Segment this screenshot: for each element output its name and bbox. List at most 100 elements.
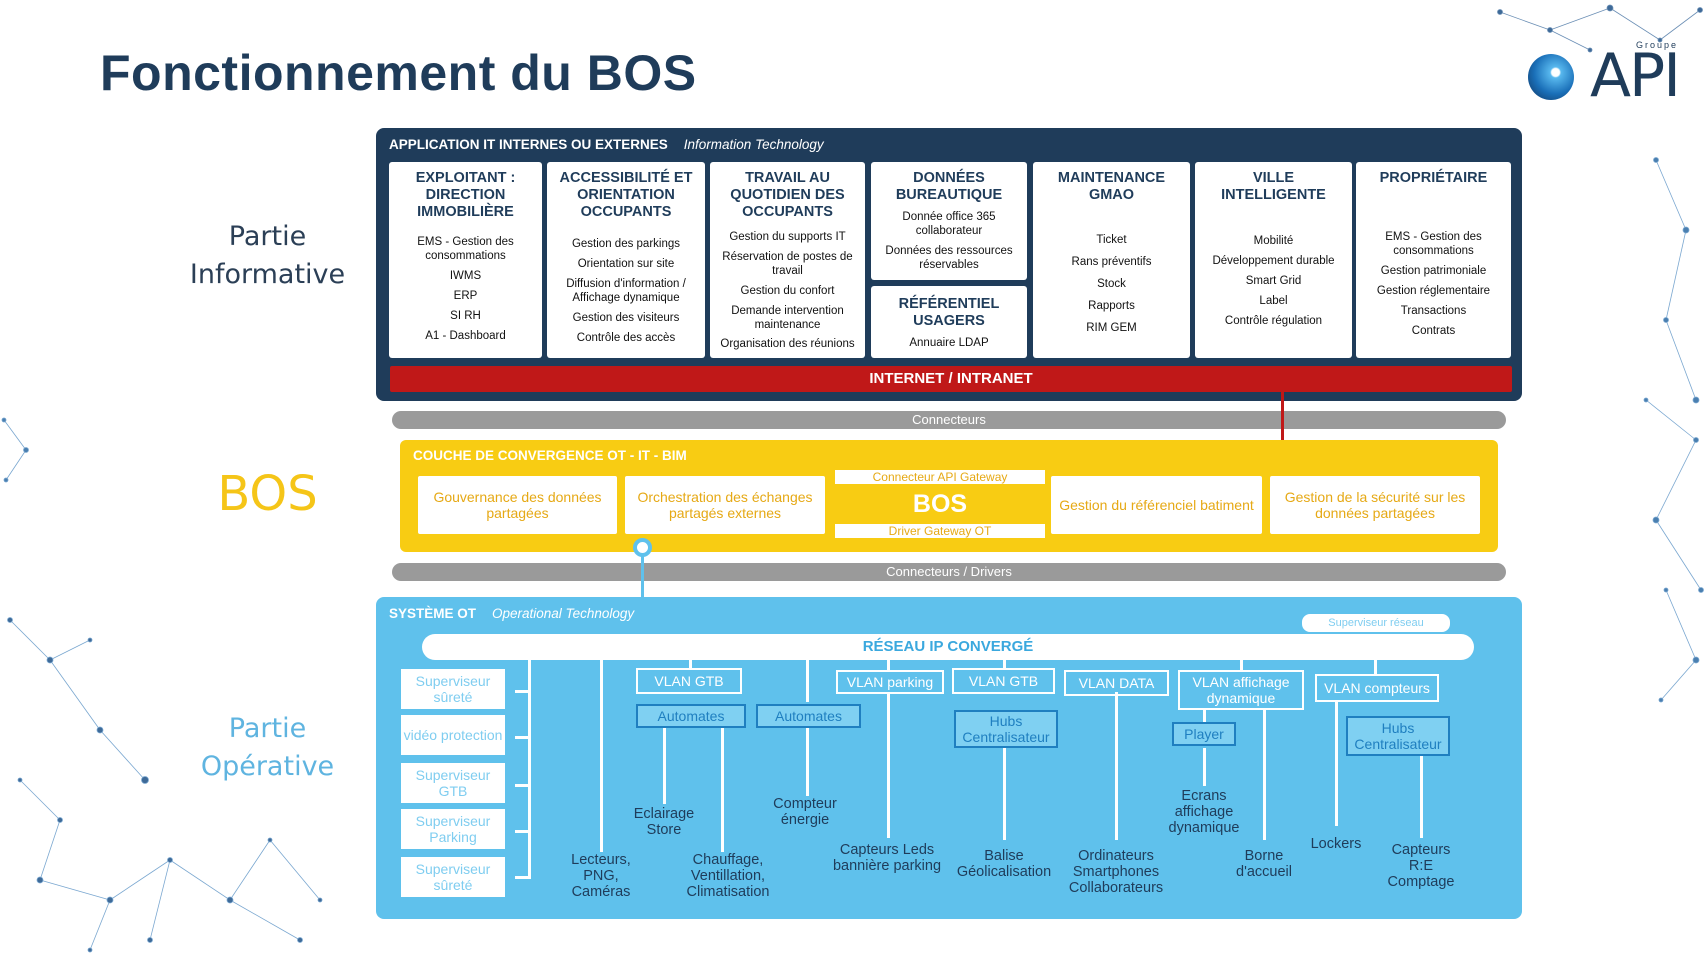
column-item: EMS - Gestion des consommations: [417, 236, 514, 262]
vlan-gtb-box: VLAN GTB: [636, 668, 742, 694]
line-lecteurs: [600, 660, 603, 852]
line-ordinateurs: [1115, 692, 1118, 840]
endpoint-lockers: Lockers: [1310, 836, 1362, 852]
blue-connector-node: [633, 538, 652, 557]
column-item: SI RH: [450, 310, 481, 322]
column-item: Diffusion d'information / Affichage dyna…: [566, 278, 686, 304]
it-column-accessibilite: ACCESSIBILITÉ ET ORIENTATION OCCUPANTS G…: [547, 162, 705, 358]
it-header-subtitle: Information Technology: [683, 137, 824, 152]
endpoint-borne: Borne d'accueil: [1236, 848, 1292, 880]
it-column-proprietaire: PROPRIÉTAIRE EMS - Gestion des consommat…: [1356, 162, 1511, 358]
logo-groupe: Groupe: [1636, 40, 1679, 50]
column-item: Orientation sur site: [577, 258, 675, 270]
column-item: Organisation des réunions: [720, 338, 855, 350]
it-column-ville: VILLE INTELLIGENTE Mobilité Développemen…: [1195, 162, 1352, 358]
connector-tick: [515, 784, 531, 787]
column-item: Contrats: [1411, 325, 1456, 337]
column-item: Label: [1259, 295, 1288, 307]
bos-cell-orchestration: Orchestration des échanges partagés exte…: [625, 476, 825, 534]
endpoint-capteurs-leds: Capteurs Leds bannière parking: [832, 842, 942, 874]
it-header-title: APPLICATION IT INTERNES OU EXTERNES: [389, 137, 668, 152]
it-column-exploitant: EXPLOITANT : DIRECTION IMMOBILIÈRE EMS -…: [389, 162, 542, 358]
column-item: Ticket: [1096, 234, 1127, 246]
network-decoration-bottom-left: [7, 617, 323, 953]
vlan-compteurs-box: VLAN compteurs: [1315, 674, 1439, 702]
supervisor-gtb: Superviseur GTB: [401, 763, 505, 803]
side-label-operative: Partie Opérative: [200, 713, 335, 782]
column-title: TRAVAIL AU QUOTIDIEN DES OCCUPANTS: [730, 170, 845, 220]
column-item: Réservation de postes de travail: [722, 251, 853, 277]
line-capteurs-leds: [887, 692, 890, 838]
bos-core: Connecteur API Gateway BOS Driver Gatewa…: [833, 470, 1047, 538]
line-vlan-parking: [887, 660, 890, 670]
automates-box: Automates: [636, 704, 746, 728]
column-title: DONNÉES BUREAUTIQUE: [895, 170, 1003, 203]
line-compteur: [806, 726, 809, 796]
line-vlan-compteurs: [1374, 660, 1377, 674]
logo: Groupe API: [1528, 38, 1696, 108]
column-title: MAINTENANCE GMAO: [1057, 170, 1166, 203]
column-title: ACCESSIBILITÉ ET ORIENTATION OCCUPANTS: [559, 170, 693, 220]
line-player-top: [1203, 710, 1206, 724]
connector-tick: [515, 736, 531, 739]
blue-connector-line: [641, 552, 644, 600]
connector-tick: [515, 876, 531, 879]
column-title: EXPLOITANT : DIRECTION IMMOBILIÈRE: [415, 170, 516, 220]
network-decoration-top-right: [1497, 4, 1703, 53]
converged-ip-network-bar: RÉSEAU IP CONVERGÉ: [422, 634, 1474, 660]
network-decoration-left: [1, 417, 29, 483]
bos-header: COUCHE DE CONVERGENCE OT - IT - BIM: [413, 448, 687, 463]
vlan-gtb-2-box: VLAN GTB: [952, 668, 1055, 694]
player-box: Player: [1172, 722, 1236, 746]
bos-cell-gouvernance: Gouvernance des données partagées: [418, 476, 617, 534]
column-item: Rans préventifs: [1071, 256, 1152, 268]
column-item: Gestion du supports IT: [729, 231, 846, 243]
line-lockers: [1335, 702, 1338, 826]
vlan-parking-box: VLAN parking: [836, 670, 944, 694]
column-item: Gestion des parkings: [571, 238, 681, 250]
column-item: Rapports: [1088, 300, 1135, 312]
line-balise: [1003, 748, 1006, 840]
page-title: Fonctionnement du BOS: [100, 45, 697, 101]
supervisor-surete-2: Superviseur sûreté: [401, 857, 505, 897]
column-item: A1 - Dashboard: [425, 330, 506, 342]
line-vlan-gtb-2: [1003, 660, 1006, 668]
column-item: Mobilité: [1253, 235, 1294, 247]
column-item: Transactions: [1400, 305, 1467, 317]
column-item: Contrôle régulation: [1224, 315, 1323, 327]
line-automates: [806, 660, 809, 702]
internet-intranet-bar: INTERNET / INTRANET: [390, 366, 1512, 392]
it-column-donnees: DONNÉES BUREAUTIQUE Donnée office 365 co…: [871, 162, 1027, 280]
line-chauffage: [721, 726, 724, 852]
supervisor-surete: Superviseur sûreté: [401, 669, 505, 709]
red-connector-line: [1281, 392, 1284, 454]
ot-header-subtitle: Operational Technology: [492, 606, 635, 621]
line-eclairage: [663, 726, 666, 804]
automates-box-2: Automates: [756, 704, 861, 728]
connectors-drivers-bar: Connecteurs / Drivers: [392, 563, 1506, 581]
column-title: PROPRIÉTAIRE: [1379, 170, 1488, 186]
supervisor-parking: Superviseur Parking: [401, 809, 505, 849]
column-item: EMS - Gestion des consommations: [1385, 231, 1482, 257]
hubs-box-2: Hubs Centralisateur: [1346, 716, 1450, 756]
it-header: APPLICATION IT INTERNES OU EXTERNES Infor…: [389, 137, 824, 152]
ot-header-title: SYSTÈME OT: [389, 606, 477, 621]
vlan-affichage-box: VLAN affichage dynamique: [1178, 670, 1304, 710]
api-gateway-label: Connecteur API Gateway: [835, 470, 1045, 484]
network-supervisor-badge: Superviseur réseau: [1302, 614, 1450, 632]
column-title: RÉFÉRENTIEL USAGERS: [898, 296, 1000, 329]
bos-cell-securite: Gestion de la sécurité sur les données p…: [1270, 476, 1480, 534]
supervisor-video: vidéo protection: [401, 715, 505, 755]
connector-tick: [515, 830, 531, 833]
network-decoration-right: [1643, 157, 1704, 703]
column-item: IWMS: [449, 270, 482, 282]
hubs-box: Hubs Centralisateur: [954, 710, 1058, 748]
column-item: Gestion des visiteurs: [572, 312, 680, 324]
column-item: Stock: [1097, 278, 1126, 290]
endpoint-ordinateurs: Ordinateurs Smartphones Collaborateurs: [1068, 848, 1164, 896]
column-item: Smart Grid: [1245, 275, 1302, 287]
column-title: VILLE INTELLIGENTE: [1221, 170, 1326, 203]
endpoint-compteur: Compteur énergie: [773, 796, 837, 828]
ot-header: SYSTÈME OT Operational Technology: [389, 606, 634, 621]
side-label-bos: BOS: [217, 466, 318, 522]
